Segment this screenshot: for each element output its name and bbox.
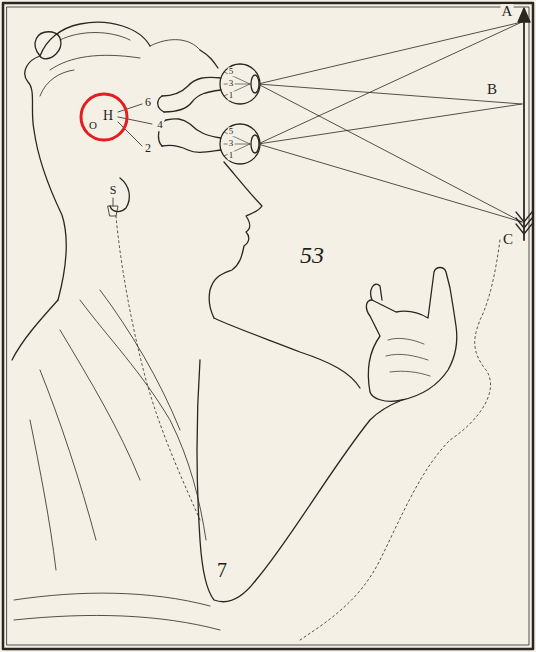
light-rays	[258, 22, 522, 222]
callout-number: 3	[228, 79, 235, 88]
lens	[251, 135, 259, 153]
shoulder	[12, 300, 58, 360]
drapery	[30, 290, 206, 570]
point-label: C	[502, 232, 514, 248]
arrow-shaft	[523, 10, 525, 240]
drapery	[14, 593, 220, 630]
callout-number: 4	[156, 119, 164, 131]
forehead	[200, 50, 218, 68]
callout-number: 2	[144, 142, 152, 155]
frame	[7, 7, 529, 645]
callout-number: 1	[228, 91, 235, 100]
hair-bun	[35, 32, 61, 59]
arrow-feathers	[516, 212, 532, 234]
frame	[3, 3, 533, 649]
face-profile	[209, 162, 262, 318]
optic-nerve	[162, 119, 221, 153]
callout-number: 6	[144, 96, 152, 109]
hair	[40, 33, 200, 97]
optic-nerve	[162, 77, 221, 112]
lens	[251, 75, 259, 93]
leader-line	[118, 104, 142, 112]
nerve-string	[108, 198, 118, 216]
point-label: O	[88, 120, 98, 132]
figure-number: 53	[299, 243, 325, 268]
point-label: S	[109, 184, 118, 197]
head-outline	[25, 22, 150, 300]
point-label: B	[486, 82, 498, 98]
highlight-circle	[81, 94, 127, 140]
leader-line	[118, 117, 152, 124]
pointing-hand	[366, 268, 456, 402]
figure-number: 7	[216, 560, 228, 581]
arrow-head	[518, 8, 530, 22]
callout-number: 5	[228, 127, 235, 136]
point-label: A	[501, 4, 514, 20]
gland-label: H	[102, 109, 114, 124]
nerve-path	[116, 216, 200, 520]
fingers	[386, 338, 430, 376]
neckline	[214, 318, 360, 388]
arm	[197, 360, 402, 602]
dotted-line	[300, 240, 500, 640]
thumb	[371, 284, 382, 300]
inner-rays	[224, 72, 250, 156]
callout-number: 5	[228, 67, 235, 76]
callout-number: 1	[228, 151, 235, 160]
callout-number: 3	[228, 139, 235, 148]
